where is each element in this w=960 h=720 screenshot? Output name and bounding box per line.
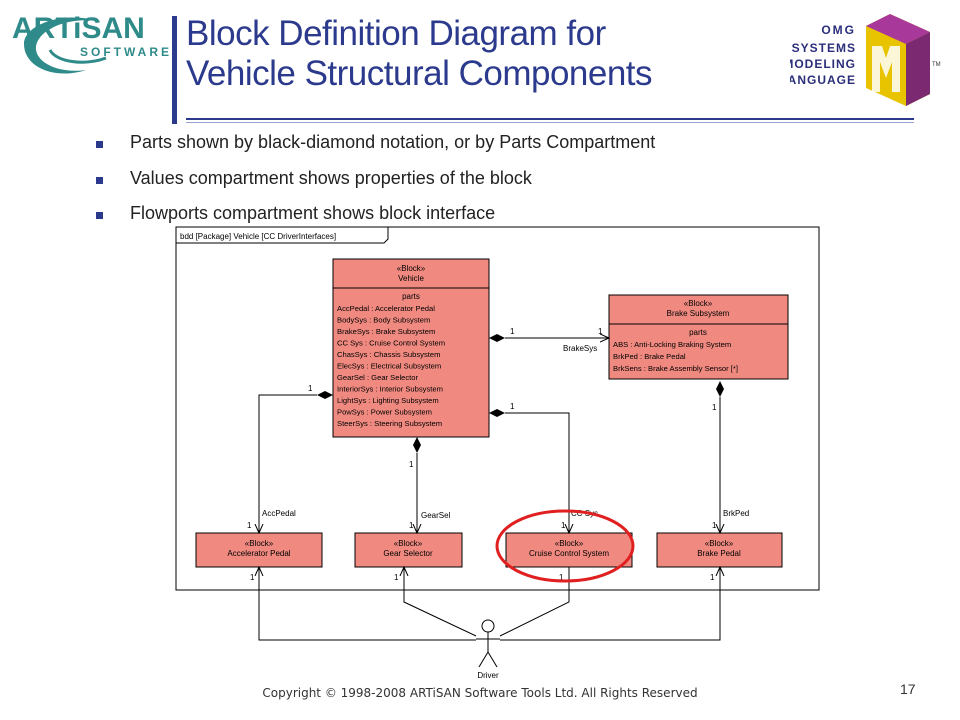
- black-diamond-icon: [489, 334, 505, 342]
- block-stereotype: «Block»: [394, 539, 423, 548]
- svg-text:1: 1: [394, 573, 399, 582]
- block-name: Cruise Control System: [529, 549, 609, 558]
- svg-text:1: 1: [559, 573, 564, 582]
- bullet-marker-2: [96, 177, 103, 184]
- block-accelerator-pedal[interactable]: «Block» Accelerator Pedal: [195, 532, 323, 568]
- title-accent-bar: [172, 16, 177, 124]
- block-brake-subsystem[interactable]: «Block» Brake Subsystem parts ABS : Anti…: [608, 294, 789, 380]
- title-rule-thin: [186, 122, 914, 123]
- composition-brakesys: 1 1 BrakeSys: [489, 327, 609, 353]
- vehicle-part: BodySys : Body Subsystem: [337, 316, 430, 325]
- svg-text:1: 1: [510, 402, 515, 411]
- logo-swoosh-icon: [24, 17, 101, 74]
- block-name: Brake Pedal: [697, 549, 741, 558]
- title-rule: [186, 118, 914, 120]
- block-name: Accelerator Pedal: [227, 549, 290, 558]
- driver-label: Driver: [477, 671, 499, 680]
- logo-omg: OMG: [821, 23, 856, 37]
- bullet-text-1: Parts shown by black-diamond notation, o…: [130, 132, 656, 152]
- block-name: Gear Selector: [383, 549, 433, 558]
- composition-accpedal: 1 AccPedal 1: [247, 384, 333, 533]
- vehicle-part: LightSys : Lighting Subsystem: [337, 396, 439, 405]
- svg-text:1: 1: [712, 521, 717, 530]
- svg-text:1: 1: [598, 327, 603, 336]
- role-brakesys: BrakeSys: [563, 344, 597, 353]
- bullet-text-3: Flowports compartment shows block interf…: [130, 203, 496, 223]
- frame-label: bdd [Package] Vehicle [CC DriverInterfac…: [180, 232, 336, 241]
- svg-text:1: 1: [712, 403, 717, 412]
- driver-actor-icon[interactable]: [476, 619, 500, 668]
- black-diamond-icon: [413, 437, 421, 453]
- title-line-2: Vehicle Structural Components: [186, 54, 653, 93]
- page-number: 17: [900, 681, 916, 697]
- slide-title: Block Definition Diagram for Vehicle Str…: [186, 14, 786, 94]
- svg-text:1: 1: [561, 521, 566, 530]
- role-accpedal: AccPedal: [262, 509, 296, 518]
- highlight-ellipse: [495, 509, 635, 583]
- composition-brkped: 1 BrkPed 1: [712, 381, 749, 533]
- logo-systems: SYSTEMS: [792, 41, 856, 55]
- brake-subsystem-name: Brake Subsystem: [667, 309, 730, 318]
- logo-language: LANGUAGE: [790, 73, 856, 87]
- black-diamond-icon: [489, 409, 505, 417]
- artisan-logo: ARTiSAN SOFTWARE: [12, 12, 172, 74]
- svg-text:1: 1: [409, 521, 414, 530]
- svg-text:1: 1: [710, 573, 715, 582]
- block-stereotype: «Block»: [245, 539, 274, 548]
- block-stereotype: «Block»: [705, 539, 734, 548]
- logo-subtitle: SOFTWARE: [80, 45, 172, 59]
- vehicle-part: BrakeSys : Brake Subsystem: [337, 327, 435, 336]
- svg-text:1: 1: [510, 327, 515, 336]
- composition-gearsel: 1 GearSel 1: [409, 437, 451, 533]
- block-cruise-control-system[interactable]: «Block» Cruise Control System: [505, 532, 633, 568]
- block-vehicle[interactable]: «Block» Vehicle parts AccPedal : Acceler…: [332, 258, 490, 438]
- vehicle-part: InteriorSys : Interior Subsystem: [337, 385, 443, 394]
- brake-subsystem-stereotype: «Block»: [684, 299, 713, 308]
- brake-subsystem-part: ABS : Anti-Locking Braking System: [613, 340, 731, 349]
- vehicle-part: SteerSys : Steering Subsystem: [337, 419, 442, 428]
- footer-copyright: Copyright © 1998-2008 ARTiSAN Software T…: [262, 686, 698, 700]
- svg-text:1: 1: [308, 384, 313, 393]
- title-line-1: Block Definition Diagram for: [186, 14, 606, 53]
- block-brake-pedal[interactable]: «Block» Brake Pedal: [656, 532, 783, 568]
- svg-text:1: 1: [247, 521, 252, 530]
- svg-text:1: 1: [409, 460, 414, 469]
- diagram-frame: [175, 226, 820, 591]
- black-diamond-icon: [716, 381, 724, 397]
- bullet-text-2: Values compartment shows properties of t…: [130, 168, 532, 188]
- block-gear-selector[interactable]: «Block» Gear Selector: [354, 532, 463, 568]
- vehicle-part: GearSel : Gear Selector: [337, 373, 419, 382]
- brake-subsystem-parts-header: parts: [689, 328, 707, 337]
- role-gearsel: GearSel: [421, 511, 451, 520]
- brake-subsystem-part: BrkSens : Brake Assembly Sensor [*]: [613, 364, 738, 373]
- bullet-marker-3: [96, 212, 103, 219]
- vehicle-parts-header: parts: [402, 292, 420, 301]
- driver-associations: 1 1 1 1: [250, 567, 720, 641]
- sysml-logo: OMG SYSTEMS MODELING LANGUAGE TM: [790, 14, 941, 106]
- brake-subsystem-part: BrkPed : Brake Pedal: [613, 352, 686, 361]
- bullet-marker-1: [96, 141, 103, 148]
- vehicle-stereotype: «Block»: [397, 264, 426, 273]
- vehicle-part: AccPedal : Accelerator Pedal: [337, 304, 435, 313]
- trademark-label: TM: [932, 62, 941, 68]
- vehicle-part: CC Sys : Cruise Control System: [337, 339, 445, 348]
- svg-text:1: 1: [250, 573, 255, 582]
- vehicle-part: ElecSys : Electrical Subsystem: [337, 362, 441, 371]
- vehicle-part: ChasSys : Chassis Subsystem: [337, 350, 440, 359]
- black-diamond-icon: [317, 391, 333, 399]
- vehicle-part: PowSys : Power Subsystem: [337, 408, 432, 417]
- role-brkped: BrkPed: [723, 509, 749, 518]
- logo-modeling: MODELING: [790, 57, 856, 71]
- frame-tab: [176, 227, 389, 244]
- block-stereotype: «Block»: [555, 539, 584, 548]
- logo-wordmark: ARTiSAN: [12, 12, 145, 45]
- vehicle-name: Vehicle: [398, 274, 424, 283]
